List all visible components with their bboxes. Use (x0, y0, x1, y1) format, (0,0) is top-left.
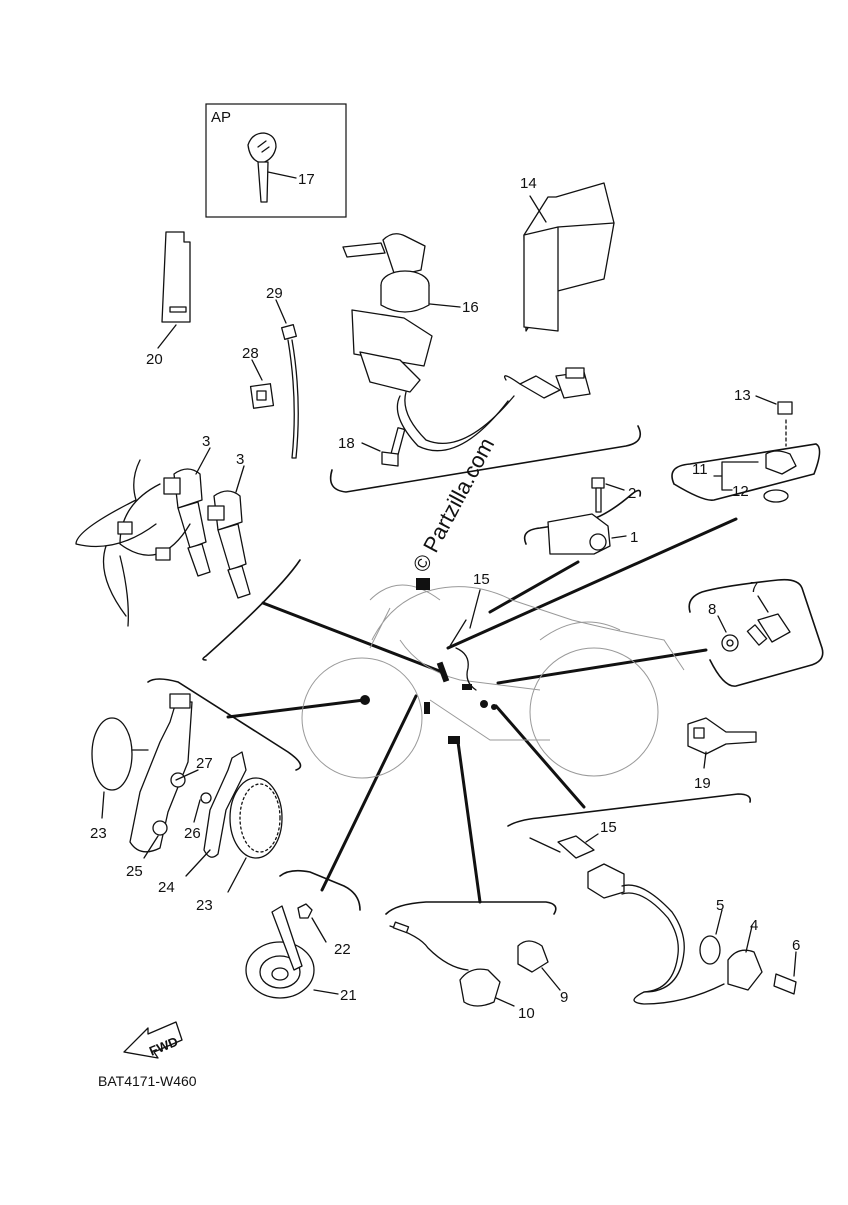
callout-10: 10 (518, 1005, 535, 1022)
bracket-part (687, 717, 757, 769)
callout-8: 8 (708, 601, 716, 618)
callout-24: 24 (158, 879, 175, 896)
cable-tie-part (275, 299, 299, 459)
callout-25: 25 (126, 863, 143, 880)
callout-2: 2 (628, 485, 636, 502)
callout-5: 5 (716, 897, 724, 914)
callout-11: 11 (692, 461, 708, 478)
callout-3b: 3 (236, 451, 244, 468)
callout-17: 17 (298, 171, 315, 188)
callout-23a: 23 (90, 825, 107, 842)
cover-plate-part (157, 231, 191, 349)
switch-part (717, 595, 791, 652)
callout-22: 22 (334, 941, 351, 958)
bolt-part (361, 427, 406, 467)
ecu-part (523, 182, 615, 332)
callout-9: 9 (560, 989, 568, 1006)
clip-part (249, 359, 275, 409)
knock-sensor-part (389, 921, 561, 1007)
sensor-part (547, 477, 627, 555)
crank-sensor-part (529, 833, 797, 1005)
temp-sensor-part (713, 395, 797, 503)
key-icon (247, 132, 297, 203)
callout-12: 12 (732, 483, 749, 500)
horn-21-part (245, 903, 339, 999)
callout-14: 14 (520, 175, 537, 192)
callout-20: 20 (146, 351, 163, 368)
callout-15b: 15 (600, 819, 617, 836)
horn-part (91, 693, 283, 893)
callout-26: 26 (184, 825, 201, 842)
callout-21: 21 (340, 987, 357, 1004)
main-switch-part (342, 233, 591, 452)
callout-23b: 23 (196, 897, 213, 914)
callout-27: 27 (196, 755, 213, 772)
watermark: © Partzilla.com (408, 434, 500, 577)
callout-7: 7 (750, 579, 758, 596)
diagram-code: BAT4171-W460 (98, 1073, 197, 1089)
callout-1: 1 (630, 529, 638, 546)
callout-28: 28 (242, 345, 259, 362)
callout-15: 15 (473, 571, 490, 588)
callout-16: 16 (462, 299, 479, 316)
accessory-box-label: AP (211, 109, 231, 126)
accessory-box: AP (205, 103, 347, 218)
callouts: 1 2 3 3 4 5 6 7 8 9 10 11 12 13 14 15 16… (90, 171, 800, 1022)
callout-3a: 3 (202, 433, 210, 450)
callout-6: 6 (792, 937, 800, 954)
callout-18: 18 (338, 435, 355, 452)
callout-13: 13 (734, 387, 751, 404)
callout-19: 19 (694, 775, 711, 792)
speed-sensor-part (75, 447, 251, 627)
callout-4: 4 (750, 917, 758, 934)
motorcycle-silhouette (301, 584, 685, 779)
fwd-arrow-icon: FWD (123, 1021, 183, 1059)
callout-29: 29 (266, 285, 283, 302)
